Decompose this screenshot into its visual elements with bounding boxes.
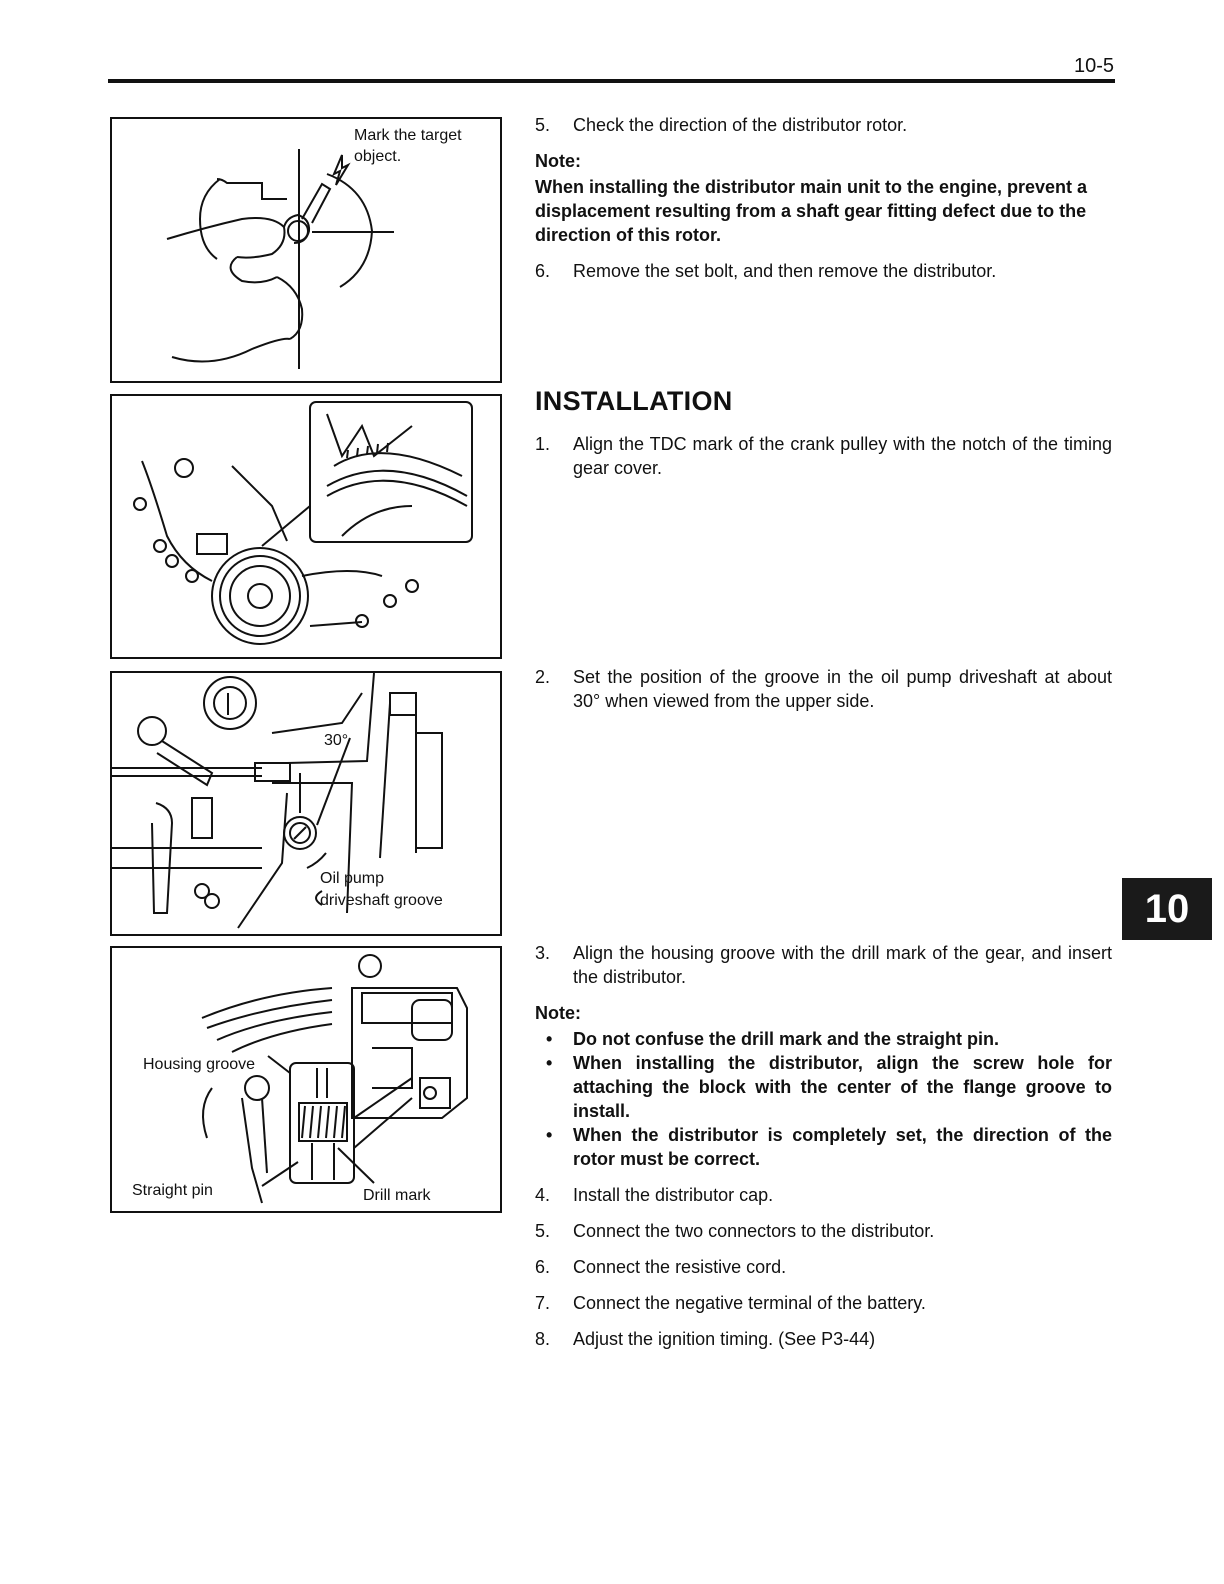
distributor-illustration (201, 954, 468, 1204)
page-number: 10-5 (1073, 55, 1114, 77)
oil-pump-illustration (112, 673, 443, 929)
removal-step-5: 5. Check the direction of the distributo… (535, 113, 1112, 137)
header-rule (108, 79, 1115, 83)
driveshaft-groove-label: driveshaft groove (320, 892, 443, 909)
bullet-dot: • (546, 1125, 553, 1145)
oil-pump-label: Oil pump (320, 870, 385, 887)
bullet-text: Do not confuse the drill mark and the st… (573, 1029, 1000, 1049)
bullet-text: When installing the distributor, align t… (573, 1053, 1112, 1121)
step-text: Adjust the ignition timing. (See P3-44) (573, 1329, 876, 1349)
mark-target-label: Mark the target object. (354, 127, 462, 165)
step-number: 6. (535, 261, 551, 281)
step-text: Connect the resistive cord. (573, 1257, 787, 1277)
note-bullet-1: • Do not confuse the drill mark and the … (535, 1027, 1112, 1051)
figure-mark-rotor: Mark the target object. (110, 117, 502, 383)
crank-pulley-illustration (133, 401, 473, 645)
figure-oil-pump-groove: 30° Oil pump driveshaft groove (110, 671, 502, 936)
removal-step-6: 6. Remove the set bolt, and then remove … (535, 259, 1112, 283)
step-text: Install the distributor cap. (573, 1185, 774, 1205)
step-text: Align the housing groove with the drill … (573, 943, 1112, 987)
installation-step-5: 5. Connect the two connectors to the dis… (535, 1219, 1112, 1243)
installation-step-2-block: 2. Set the position of the groove in the… (535, 665, 1112, 725)
housing-groove-label: Housing groove (143, 1056, 256, 1073)
bullet-dot: • (546, 1029, 553, 1049)
step-number: 8. (535, 1329, 551, 1349)
step-text: Connect the two connectors to the distri… (573, 1221, 935, 1241)
note-bullet-2: • When installing the distributor, align… (535, 1051, 1112, 1123)
installation-step-6: 6. Connect the resistive cord. (535, 1255, 1112, 1279)
figure-crank-pulley (110, 394, 502, 659)
step-number: 5. (535, 1221, 551, 1241)
installation-step-8: 8. Adjust the ignition timing. (See P3-4… (535, 1327, 1112, 1351)
removal-note-label: Note: (535, 151, 581, 171)
installation-title: INSTALLATION (535, 386, 733, 416)
step-number: 2. (535, 667, 551, 687)
step-text: Set the position of the groove in the oi… (573, 667, 1112, 711)
step-text: Connect the negative terminal of the bat… (573, 1293, 926, 1313)
removal-note-text: When installing the distributor main uni… (535, 177, 1088, 245)
installation-step-3-block: 3. Align the housing groove with the dri… (535, 941, 1112, 1363)
note-bullet-3: • When the distributor is completely set… (535, 1123, 1112, 1171)
step-number: 5. (535, 115, 551, 135)
angle-30-label: 30° (324, 732, 349, 749)
bullet-dot: • (546, 1053, 553, 1073)
installation-note-label: Note: (535, 1003, 581, 1023)
installation-step-1: 1. Align the TDC mark of the crank pulle… (535, 432, 1112, 480)
step-text: Remove the set bolt, and then remove the… (573, 261, 997, 281)
drill-mark-label: Drill mark (363, 1187, 431, 1204)
chapter-tab: 10 (1122, 878, 1212, 940)
step-number: 7. (535, 1293, 551, 1313)
installation-step-4: 4. Install the distributor cap. (535, 1183, 1112, 1207)
removal-section: 5. Check the direction of the distributo… (535, 113, 1112, 295)
rotor-marking-illustration (166, 149, 394, 369)
installation-step-2: 2. Set the position of the groove in the… (535, 665, 1112, 713)
step-text: Check the direction of the distributor r… (573, 115, 908, 135)
step-number: 3. (535, 943, 551, 963)
installation-step-3: 3. Align the housing groove with the dri… (535, 941, 1112, 989)
step-number: 6. (535, 1257, 551, 1277)
step-text: Align the TDC mark of the crank pulley w… (573, 434, 1112, 478)
straight-pin-label: Straight pin (132, 1182, 213, 1199)
step-number: 4. (535, 1185, 551, 1205)
installation-step-1-block: 1. Align the TDC mark of the crank pulle… (535, 432, 1112, 492)
bullet-text: When the distributor is completely set, … (573, 1125, 1112, 1169)
installation-step-7: 7. Connect the negative terminal of the … (535, 1291, 1112, 1315)
step-number: 1. (535, 434, 551, 454)
figure-distributor-alignment: Housing groove Straight pin Drill mark (110, 946, 502, 1213)
